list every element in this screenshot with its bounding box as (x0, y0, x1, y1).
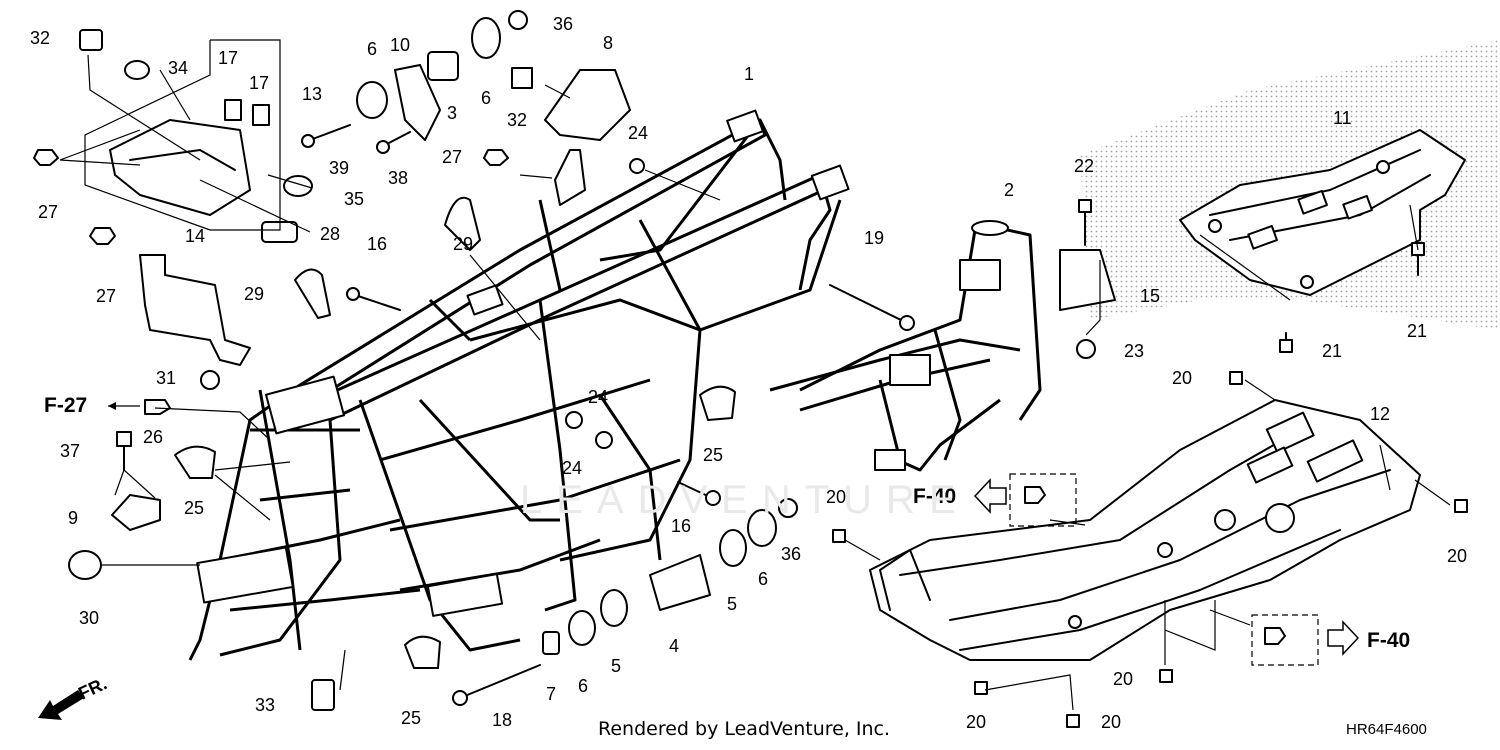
arrow-right-icon (1327, 620, 1360, 656)
callout-25[interactable]: 25 (703, 445, 723, 465)
callout-10[interactable]: 10 (390, 35, 410, 55)
callout-36[interactable]: 36 (781, 544, 801, 564)
callout-24[interactable]: 24 (562, 458, 582, 478)
small-parts (33, 10, 1468, 728)
callout-20[interactable]: 20 (1113, 669, 1133, 689)
reference-f40-lower[interactable]: F-40 (1327, 620, 1410, 656)
callout-8[interactable]: 8 (603, 33, 613, 53)
callout-2[interactable]: 2 (1004, 180, 1014, 200)
callout-7[interactable]: 7 (546, 684, 556, 704)
callout-25[interactable]: 25 (184, 498, 204, 518)
callout-33[interactable]: 33 (255, 695, 275, 715)
front-direction-indicator: FR. (38, 673, 110, 720)
callout-30[interactable]: 30 (79, 608, 99, 628)
callout-16[interactable]: 16 (671, 516, 691, 536)
callout-23[interactable]: 23 (1124, 341, 1144, 361)
reference-f40-upper[interactable]: F-40 (913, 478, 1007, 514)
front-arrow-icon (38, 690, 84, 720)
callout-19[interactable]: 19 (864, 228, 884, 248)
ref-label-f27[interactable]: F-27 (44, 394, 87, 417)
callout-20[interactable]: 20 (966, 712, 986, 732)
skid-plate-lower (869, 399, 1421, 661)
watermark: LEADVENTURE (520, 478, 970, 522)
callout-6[interactable]: 6 (578, 676, 588, 696)
callout-12[interactable]: 12 (1370, 404, 1390, 424)
callout-20[interactable]: 20 (1101, 712, 1121, 732)
callout-5[interactable]: 5 (727, 594, 737, 614)
callout-6[interactable]: 6 (481, 88, 491, 108)
callout-24[interactable]: 24 (588, 387, 608, 407)
callout-20[interactable]: 20 (1447, 546, 1467, 566)
callout-37[interactable]: 37 (60, 441, 80, 461)
callout-32[interactable]: 32 (30, 28, 50, 48)
callout-28[interactable]: 28 (320, 224, 340, 244)
ref-label-f40-lower[interactable]: F-40 (1367, 629, 1410, 652)
reference-f27[interactable]: F-27 (44, 394, 140, 417)
callout-18[interactable]: 18 (492, 710, 512, 730)
callout-20[interactable]: 20 (1172, 368, 1192, 388)
main-frame (188, 109, 850, 661)
render-credit: Rendered by LeadVenture, Inc. (598, 718, 891, 740)
callout-29[interactable]: 29 (244, 284, 264, 304)
callout-25[interactable]: 25 (401, 708, 421, 728)
diagram-code: HR64F4600 (1346, 721, 1427, 738)
callout-9[interactable]: 9 (68, 508, 78, 528)
ref-label-f40-upper[interactable]: F-40 (913, 485, 956, 508)
callout-11[interactable]: 11 (1333, 108, 1352, 128)
callout-13[interactable]: 13 (302, 84, 322, 104)
callout-20[interactable]: 20 (826, 487, 846, 507)
callout-27[interactable]: 27 (38, 202, 58, 222)
callout-16[interactable]: 16 (367, 234, 387, 254)
callout-6[interactable]: 6 (367, 39, 377, 59)
callouts: 32 34 17 17 13 6 10 3 6 36 8 32 1 11 27 … (30, 14, 1467, 732)
callout-22[interactable]: 22 (1074, 156, 1094, 176)
callout-15[interactable]: 15 (1140, 286, 1160, 306)
rear-sub-frame (769, 220, 1042, 472)
callout-27[interactable]: 27 (96, 286, 116, 306)
callout-1[interactable]: 1 (744, 64, 754, 84)
callout-4[interactable]: 4 (669, 636, 679, 656)
arrow-left-icon (973, 478, 1007, 514)
callout-26[interactable]: 26 (143, 427, 163, 447)
leader-lines (59, 39, 1451, 711)
callout-17[interactable]: 17 (218, 48, 238, 68)
callout-14[interactable]: 14 (185, 226, 205, 246)
callout-29[interactable]: 29 (453, 234, 473, 254)
callout-31[interactable]: 31 (156, 368, 176, 388)
callout-39[interactable]: 39 (329, 158, 349, 178)
callout-32[interactable]: 32 (507, 110, 527, 130)
callout-38[interactable]: 38 (388, 168, 408, 188)
callout-3[interactable]: 3 (447, 103, 457, 123)
callout-35[interactable]: 35 (344, 189, 364, 209)
callout-36[interactable]: 36 (553, 14, 573, 34)
callout-6[interactable]: 6 (758, 569, 768, 589)
callout-34[interactable]: 34 (168, 58, 188, 78)
callout-27[interactable]: 27 (442, 147, 462, 167)
callout-21[interactable]: 21 (1407, 321, 1427, 341)
callout-5[interactable]: 5 (611, 656, 621, 676)
callout-17[interactable]: 17 (249, 73, 269, 93)
skid-plate-upper (1179, 129, 1466, 296)
callout-21[interactable]: 21 (1322, 341, 1342, 361)
callout-24[interactable]: 24 (628, 123, 648, 143)
